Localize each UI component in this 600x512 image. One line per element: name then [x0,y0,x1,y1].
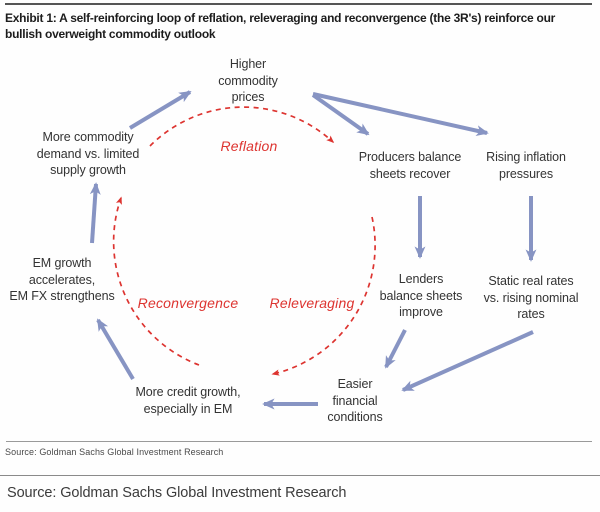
node-line: sheets recover [369,166,451,181]
source-note-large: Source: Goldman Sachs Global Investment … [7,485,347,501]
node-line: balance sheets [379,288,463,303]
node-line: conditions [327,410,383,424]
node-higher-commodity-prices: Higher commodity prices [218,56,278,106]
node-line: improve [399,305,443,319]
loop-label-reconvergence: Reconvergence [137,295,239,311]
node-line: vs. rising nominal [483,290,579,305]
node-producers-balance-sheets-recover: Producers balance sheets recover [359,149,462,182]
node-em-growth-accelerates: EM growth accelerates, EM FX strengthens [9,255,114,305]
arrow-demand-to-prices [128,90,192,130]
node-line: demand vs. limited [36,146,140,161]
node-line: Rising inflation [486,150,566,164]
node-line: EM FX strengthens [9,289,115,303]
node-line: Producers balance [358,150,462,164]
exhibit-title: Exhibit 1: A self-reinforcing loop of re… [5,10,597,42]
reconvergence-arc [112,196,200,366]
arrow-static-to-easier [401,330,534,392]
exhibit-title-line2: bullish overweight commodity outlook [5,27,216,41]
arrow-prices-to-inflation [312,92,489,137]
arrow-prices-to-producers [311,93,370,136]
node-easier-financial-conditions: Easier financial conditions [327,376,382,426]
node-line: Static real rates [488,274,574,288]
top-rule [5,3,592,5]
node-lenders-balance-sheets-improve: Lenders balance sheets improve [380,271,463,321]
node-rising-inflation-pressures: Rising inflation pressures [486,149,566,182]
exhibit-title-line1: Exhibit 1: A self-reinforcing loop of re… [5,11,556,25]
node-line: rates [517,307,545,321]
node-line: prices [231,90,265,104]
arrow-lenders-to-easier [384,329,407,369]
node-line: financial [332,393,378,408]
node-line: pressures [499,166,553,181]
node-line: supply growth [50,163,126,177]
footer-rule-large [0,475,600,476]
arrow-emgrowth-to-demand [89,182,101,244]
reflation-arc [149,106,335,147]
node-line: Lenders [398,272,444,286]
loop-label-reflation: Reflation [220,138,278,154]
node-line: EM growth [32,256,92,270]
node-line: especially in EM [143,401,233,416]
node-line: Higher [229,57,267,71]
node-more-commodity-demand: More commodity demand vs. limited supply… [36,129,140,179]
source-note-small: Source: Goldman Sachs Global Investment … [5,447,224,457]
node-line: More commodity [42,130,134,144]
node-static-real-rates: Static real rates vs. rising nominal rat… [484,273,579,323]
node-line: More credit growth, [135,385,241,399]
footer-rule-small [6,441,592,442]
node-line: commodity [218,73,278,88]
node-line: Easier [337,377,373,391]
loop-label-releveraging: Releveraging [269,295,355,311]
node-line: accelerates, [28,272,96,287]
arrow-credit-to-emgrowth [96,318,135,381]
node-more-credit-growth: More credit growth, especially in EM [135,384,240,417]
